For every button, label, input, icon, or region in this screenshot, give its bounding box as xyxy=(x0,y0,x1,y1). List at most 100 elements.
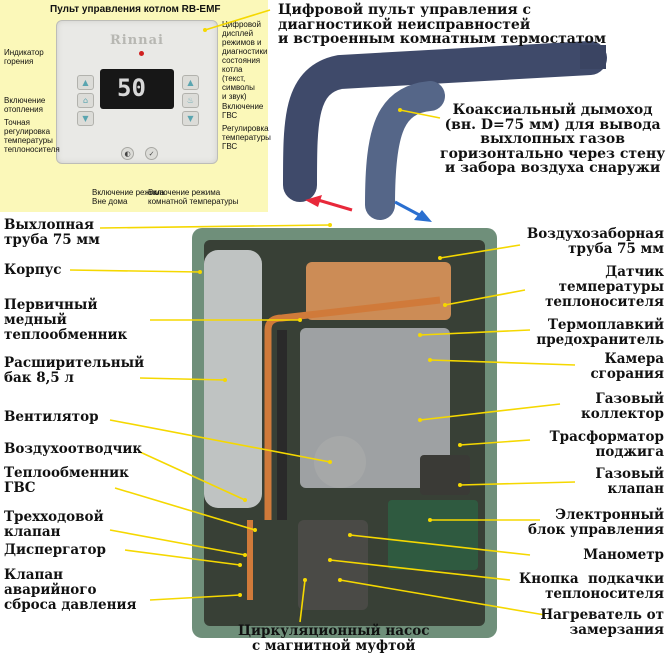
leader-line-fan xyxy=(109,419,331,463)
leader-line-housing xyxy=(69,269,201,273)
expansion-tank xyxy=(204,250,262,508)
brand-logo: Rinnai xyxy=(109,33,164,48)
label-air-vent: Воздухоотводчик xyxy=(4,441,143,457)
label-relief-valve: Клапан аварийного сброса давления xyxy=(4,567,137,613)
leader-dot-antifreeze-heater xyxy=(338,578,342,582)
leader-dot-gas-valve xyxy=(458,483,462,487)
dhw-adjust-label: Регулировка температуры ГВС xyxy=(222,124,271,151)
circulation-pump xyxy=(298,520,368,610)
leader-dot-manometer xyxy=(348,533,352,537)
label-control-unit: Электронный блок управления xyxy=(527,507,664,538)
leader-dot-remote-control xyxy=(203,28,207,32)
label-fill-button: Кнопка подкачки теплоносителя xyxy=(519,571,664,602)
leader-line-air-vent xyxy=(139,451,246,501)
leader-line-gas-manifold xyxy=(419,403,561,421)
leader-line-gas-valve xyxy=(459,481,576,486)
leader-line-expansion-tank xyxy=(139,377,226,381)
coaxial-flue-inner xyxy=(365,81,445,220)
leader-dot-housing xyxy=(198,270,202,274)
intake-arrow-head xyxy=(414,210,432,222)
label-fan: Вентилятор xyxy=(4,409,99,425)
coaxial-flue-callout: Коаксиальный дымоход (вн. D=75 мм) для в… xyxy=(440,102,666,176)
dhw-on-button[interactable]: ♨ xyxy=(182,93,199,108)
heating-on-label: Включение отопления xyxy=(4,96,46,114)
label-antifreeze-heater: Нагреватель от замерзания xyxy=(540,607,664,638)
remote-control-callout: Цифровой пульт управления с диагностикой… xyxy=(278,2,607,47)
leader-dot-dispenser xyxy=(238,563,242,567)
label-circulation-pump: Циркуляционный насос с магнитной муфтой xyxy=(238,623,430,654)
leader-line-fill-button xyxy=(329,559,511,581)
heating-on-button[interactable]: ⌂ xyxy=(77,93,94,108)
dhw-on-label: Включение ГВС xyxy=(222,102,264,120)
leader-dot-circulation-pump xyxy=(303,578,307,582)
exhaust-arrow-head xyxy=(305,195,322,207)
leader-dot-coaxial-flue xyxy=(398,108,402,112)
leader-dot-exhaust-pipe xyxy=(328,223,332,227)
leader-dot-ignition-transformer xyxy=(458,443,462,447)
label-dispenser: Диспергатор xyxy=(4,542,106,558)
heating-up-button[interactable]: ▲ xyxy=(77,75,94,90)
leader-line-ignition-transformer xyxy=(459,439,531,446)
leader-dot-air-vent xyxy=(243,498,247,502)
leader-line-temp-sensor xyxy=(444,289,526,306)
label-housing: Корпус xyxy=(4,262,62,278)
away-mode-label: Включение режима Вне дома xyxy=(92,188,165,206)
control-panel-title: Пульт управления котлом RB-EMF xyxy=(50,4,221,15)
leader-dot-temp-sensor xyxy=(443,303,447,307)
label-intake-pipe: Воздухозаборная труба 75 мм xyxy=(526,226,664,257)
away-mode-button[interactable]: ◐ xyxy=(121,147,134,160)
leader-dot-control-unit xyxy=(428,518,432,522)
leader-dot-fan xyxy=(328,460,332,464)
display-digits: 50 xyxy=(117,74,146,102)
label-three-way-valve: Трехходовой клапан xyxy=(4,509,104,540)
leader-line-intake-pipe xyxy=(439,244,521,259)
leader-dot-gas-manifold xyxy=(418,418,422,422)
leader-lines xyxy=(69,9,576,623)
leader-dot-dhw-hx xyxy=(253,528,257,532)
fan-housing xyxy=(314,436,366,488)
label-temp-sensor: Датчик температуры теплоносителя xyxy=(545,264,664,310)
dhw-down-button[interactable]: ▼ xyxy=(182,111,199,126)
label-gas-valve: Газовый клапан xyxy=(595,466,664,497)
burner-indicator-led xyxy=(139,51,144,56)
copper-pipe-main xyxy=(264,296,441,520)
leader-dot-intake-pipe xyxy=(438,256,442,260)
leader-line-dhw-hx xyxy=(114,487,256,531)
fine-adjust-heating-label: Точная регулировка температуры теплоноси… xyxy=(4,118,60,154)
digital-display: 50 xyxy=(100,69,174,109)
leader-line-exhaust-pipe xyxy=(99,224,331,229)
control-board xyxy=(388,500,478,570)
flue-end-cap xyxy=(580,45,606,69)
leader-line-antifreeze-heater xyxy=(339,579,546,616)
leader-line-coaxial-flue xyxy=(399,109,441,119)
leader-line-remote-control xyxy=(204,9,271,31)
leader-line-manometer xyxy=(349,534,531,556)
label-gas-manifold: Газовый коллектор xyxy=(581,391,664,422)
label-ignition-transformer: Трасформатор поджига xyxy=(549,429,664,460)
leader-dot-expansion-tank xyxy=(223,378,227,382)
label-exhaust-pipe: Выхлопная труба 75 мм xyxy=(4,217,100,248)
dhw-up-button[interactable]: ▲ xyxy=(182,75,199,90)
heating-down-button[interactable]: ▼ xyxy=(77,111,94,126)
leader-dot-thermal-fuse xyxy=(418,333,422,337)
label-dhw-hx: Теплообменник ГВС xyxy=(4,465,129,496)
room-mode-button[interactable]: ✓ xyxy=(145,147,158,160)
leader-dot-primary-hx xyxy=(298,318,302,322)
burner-indicator-label: Индикатор горения xyxy=(4,48,44,66)
leader-line-thermal-fuse xyxy=(419,329,531,336)
label-combustion-chamber: Камера сгорания xyxy=(590,351,664,382)
leader-dot-combustion-chamber xyxy=(428,358,432,362)
label-thermal-fuse: Термоплавкий предохранитель xyxy=(536,317,664,348)
gas-valve-block xyxy=(420,455,470,495)
leader-line-three-way-valve xyxy=(109,529,246,556)
leader-dot-three-way-valve xyxy=(243,553,247,557)
leader-line-relief-valve xyxy=(149,594,241,601)
exhaust-arrow xyxy=(317,198,353,212)
digital-display-label: Цифровой дисплей режимов и диагностики с… xyxy=(222,20,268,101)
label-expansion-tank: Расширительный бак 8,5 л xyxy=(4,355,145,386)
leader-dot-fill-button xyxy=(328,558,332,562)
leader-line-combustion-chamber xyxy=(429,359,576,366)
leader-line-dispenser xyxy=(124,549,241,566)
